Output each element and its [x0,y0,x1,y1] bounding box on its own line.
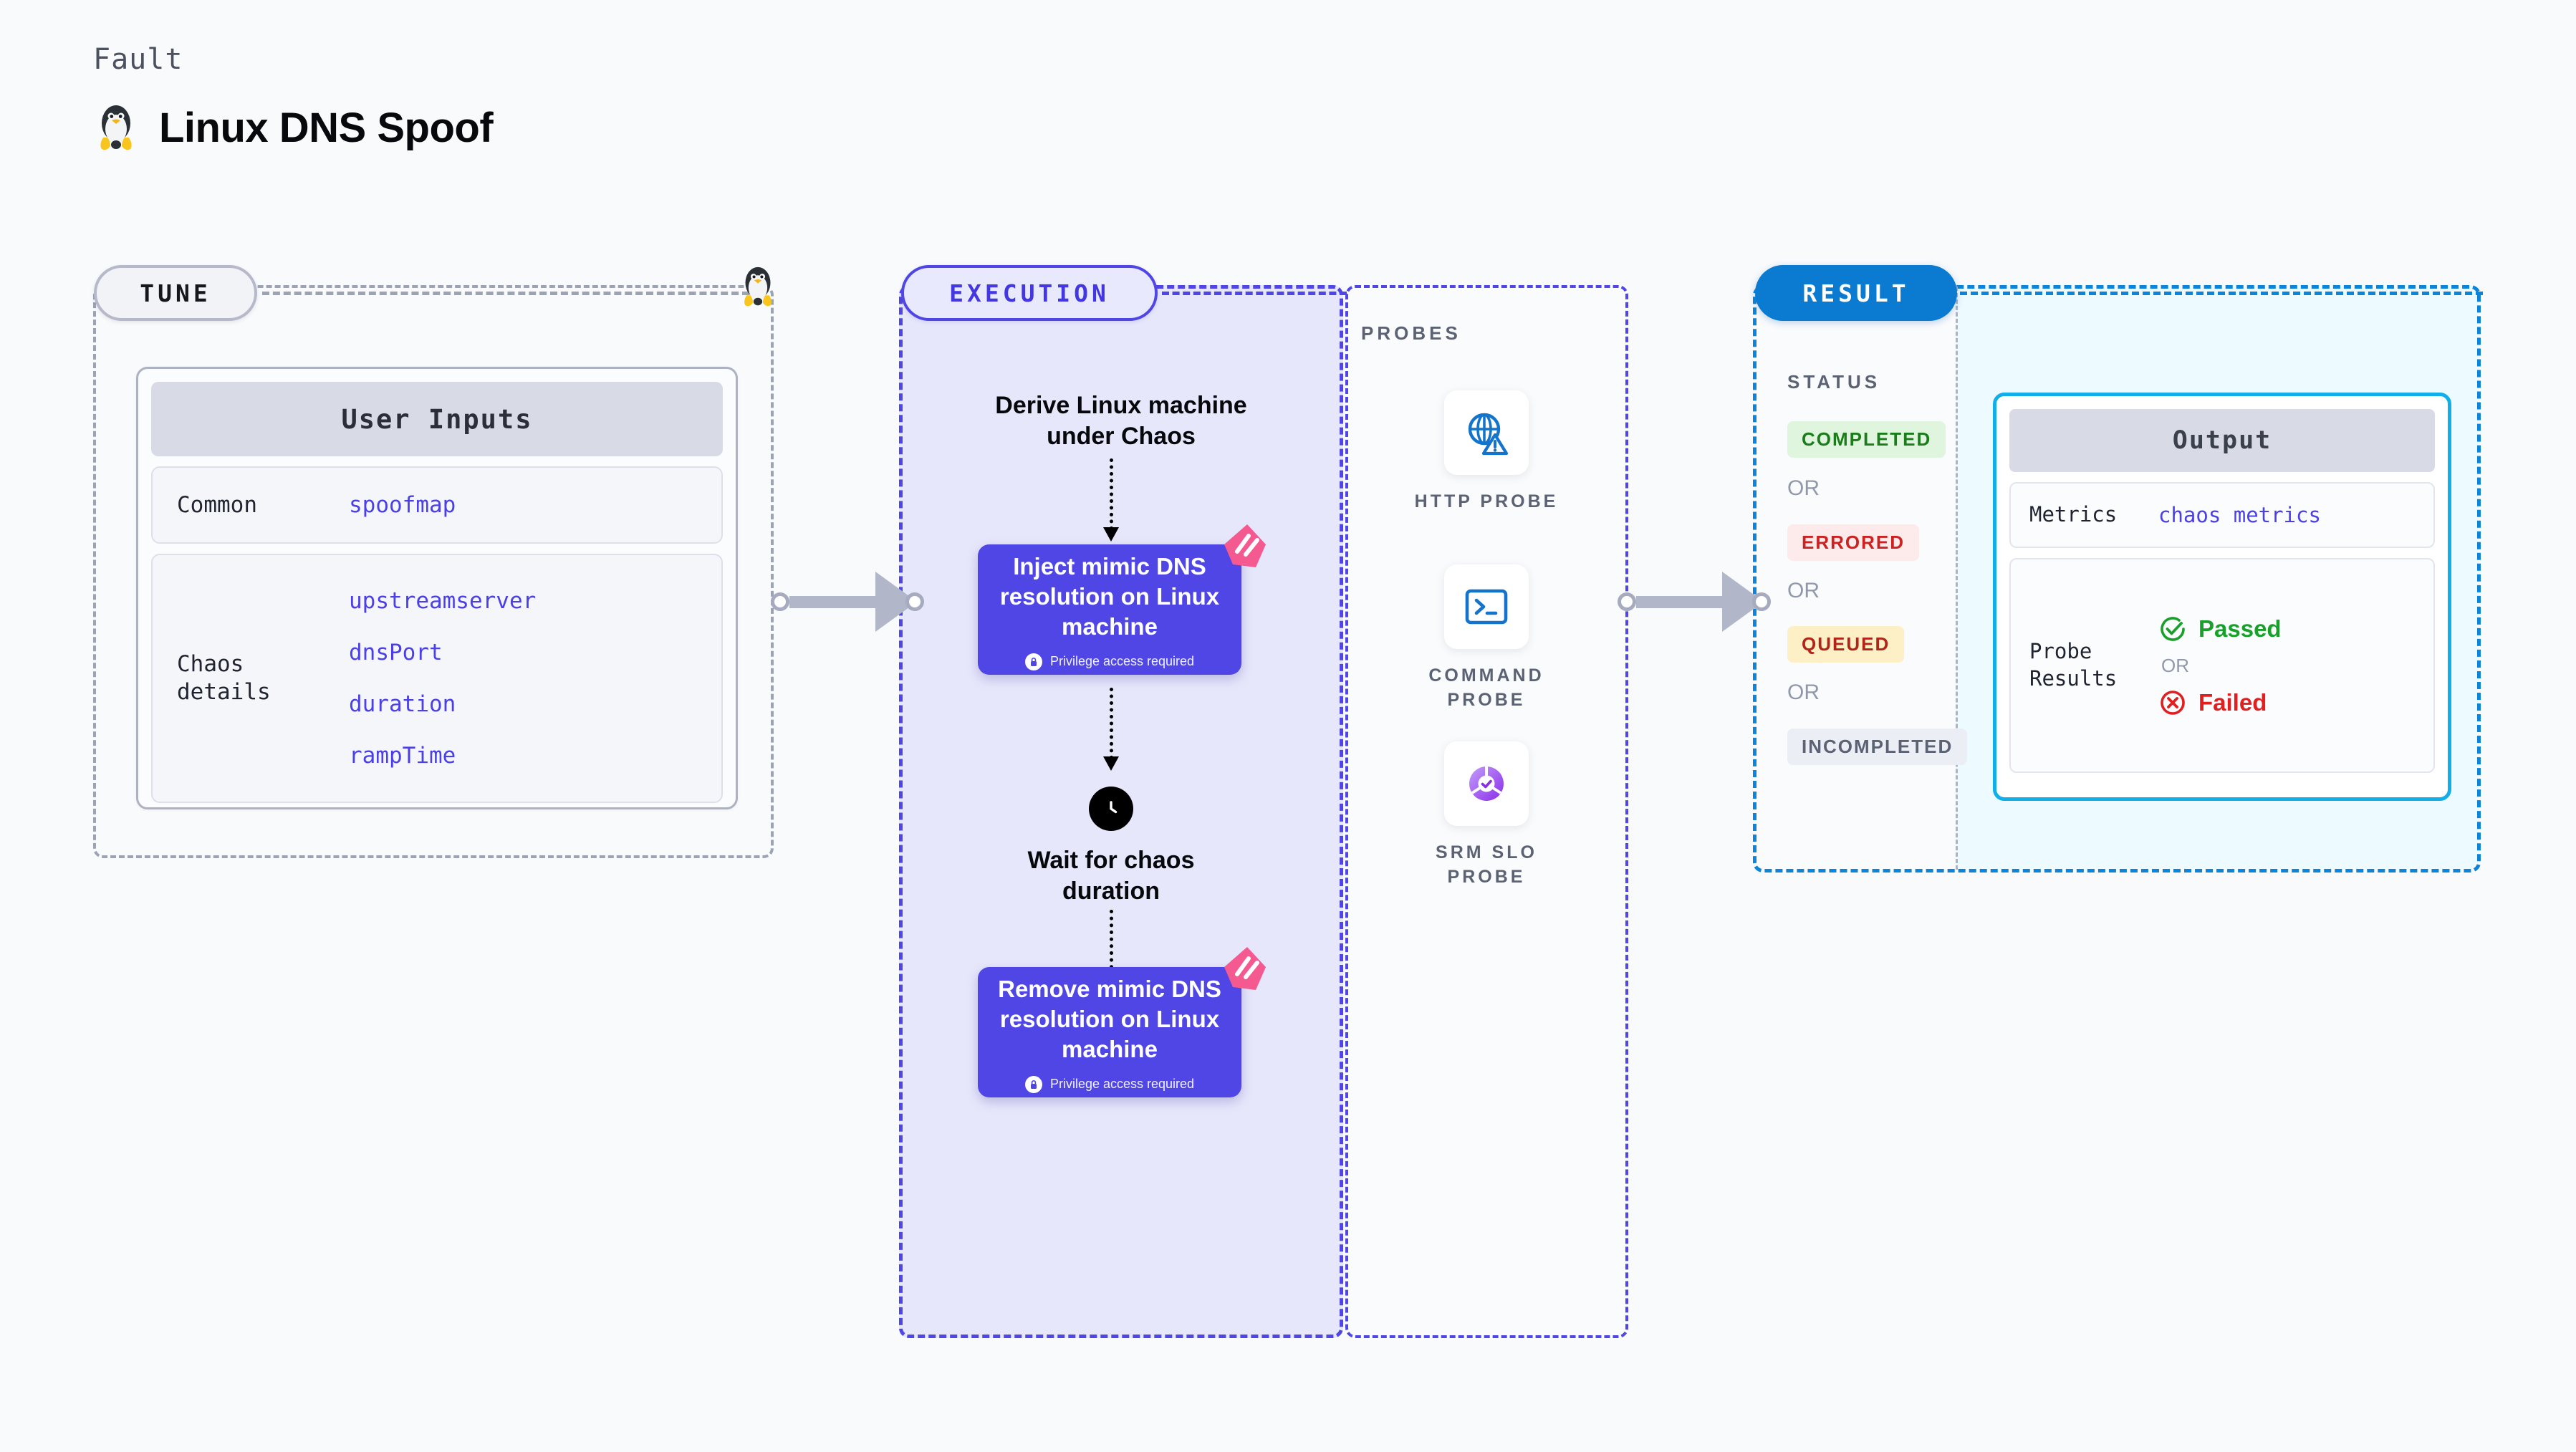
page-title: Linux DNS Spoof [159,104,494,151]
probe-http-label: HTTP PROBE [1414,491,1559,511]
probe-result-passed-label: Passed [2198,615,2282,642]
flow-line-3 [1110,910,1113,976]
page-header: Fault Linux DNS Spoof [93,43,494,153]
output-metrics-key: Metrics [2029,502,2118,527]
chaos-badge-icon [1224,947,1266,990]
status-badge-queued: QUEUED [1787,626,1905,663]
status-badge-completed: COMPLETED [1787,421,1946,458]
connector-start-node [1618,592,1636,611]
linux-penguin-icon-tune [738,264,778,313]
result-dashed-connector [1960,292,2483,295]
terminal-icon [1465,589,1508,625]
probe-command-label: COMMAND PROBE [1428,665,1544,710]
connector-start-node [771,592,789,611]
x-circle-icon [2161,690,2185,715]
connector-probes-to-result [1618,572,1771,632]
probe-result-or: OR [2161,654,2189,676]
flow-line-2 [1110,688,1113,759]
probe-command[interactable]: COMMAND PROBE [1404,564,1569,712]
inject-action-title: Inject mimic DNS resolution on Linux mac… [999,553,1220,640]
chaos-badge-icon [1224,524,1266,567]
result-section-divider [1956,287,1958,870]
slo-gauge-check-icon [1469,766,1504,801]
lock-icon [1024,653,1042,670]
output-probe-results-values: Passed OR Failed [2158,615,2282,717]
output-probe-results-key: Probe Results [2029,639,2118,691]
remove-action-box[interactable]: Remove mimic DNS resolution on Linux mac… [978,947,1266,1097]
tune-value-ramptime[interactable]: rampTime [349,743,456,769]
inject-action-box[interactable]: Inject mimic DNS resolution on Linux mac… [978,524,1266,675]
tune-value-upstreamserver[interactable]: upstreamserver [349,588,537,614]
status-badge-errored: ERRORED [1787,524,1920,561]
connector-shaft [1636,595,1722,608]
probes-section-label: PROBES [1361,322,1461,344]
probe-command-tile[interactable] [1444,564,1529,649]
inject-privilege-note: Privilege access required [1049,654,1195,669]
remove-privilege-note: Privilege access required [1049,1077,1195,1092]
tune-row-common-key: Common [177,491,257,518]
clock-icon [1089,787,1133,831]
status-badge-incompleted: INCOMPLETED [1787,729,1968,765]
status-or-2: OR [1787,579,1820,602]
fault-title-row: Linux DNS Spoof [93,102,494,153]
result-status-backdrop [1755,287,1956,870]
output-row-probe-results: Probe Results Passed OR Failed [2009,558,2435,773]
connector-shaft [789,595,875,608]
flow-arrow-2 [1103,756,1119,771]
tune-row-common-values: spoofmap [349,492,456,518]
output-metrics-value[interactable]: chaos metrics [2158,503,2321,527]
connector-end-node [1752,592,1771,611]
status-group-label: STATUS [1787,371,1881,393]
linux-penguin-icon [93,102,139,153]
output-row-metrics: Metrics chaos metrics [2009,482,2435,548]
execution-section-pill[interactable]: EXECUTION [901,265,1158,321]
inject-privilege-row: Privilege access required [1024,653,1195,670]
probe-srm-slo-tile[interactable] [1444,741,1529,826]
connector-tune-to-execution [771,572,924,632]
tune-section-pill[interactable]: TUNE [94,265,257,321]
flow-arrow-1 [1103,527,1119,542]
fault-eyebrow-label: Fault [93,43,183,76]
tune-value-dnsport[interactable]: dnsPort [349,640,443,665]
flow-line-1 [1110,458,1113,530]
globe-warning-icon [1468,413,1509,456]
probe-result-passed: Passed [2158,615,2282,643]
tune-row-common: Common spoofmap [151,466,723,544]
check-circle-icon [2161,616,2185,641]
probe-http[interactable]: HTTP PROBE [1404,390,1569,514]
derive-machine-step-label: Derive Linux machine under Chaos [995,392,1247,450]
output-card: Output Metrics chaos metrics Probe Resul… [1993,393,2451,801]
probe-http-tile[interactable] [1444,390,1529,475]
status-or-1: OR [1787,476,1820,500]
tune-dashed-connector [262,292,749,295]
remove-privilege-row: Privilege access required [1024,1075,1195,1093]
probe-srm-slo[interactable]: SRM SLO PROBE [1404,741,1569,889]
probe-srm-slo-label: SRM SLO PROBE [1436,842,1537,887]
user-inputs-panel: User Inputs Common spoofmap Chaos detail… [136,367,738,809]
output-card-title: Output [2009,409,2435,472]
tune-row-chaos-details-values: upstreamserver dnsPort duration rampTime [349,588,536,769]
tune-row-chaos-details-key: Chaos details [177,651,271,705]
tune-value-spoofmap[interactable]: spoofmap [349,492,456,518]
probe-result-failed: Failed [2158,688,2282,717]
result-section-pill[interactable]: RESULT [1755,265,1957,321]
tune-row-chaos-details: Chaos details upstreamserver dnsPort dur… [151,554,723,803]
connector-end-node [905,592,924,611]
status-or-3: OR [1787,681,1820,704]
tune-value-duration[interactable]: duration [349,691,456,717]
remove-action-title: Remove mimic DNS resolution on Linux mac… [998,976,1221,1062]
execution-dashed-connector [1162,292,1347,295]
lock-icon [1024,1075,1042,1093]
user-inputs-title: User Inputs [151,382,723,456]
probe-result-failed-label: Failed [2198,688,2267,716]
wait-duration-label: Wait for chaos duration [1027,847,1195,905]
